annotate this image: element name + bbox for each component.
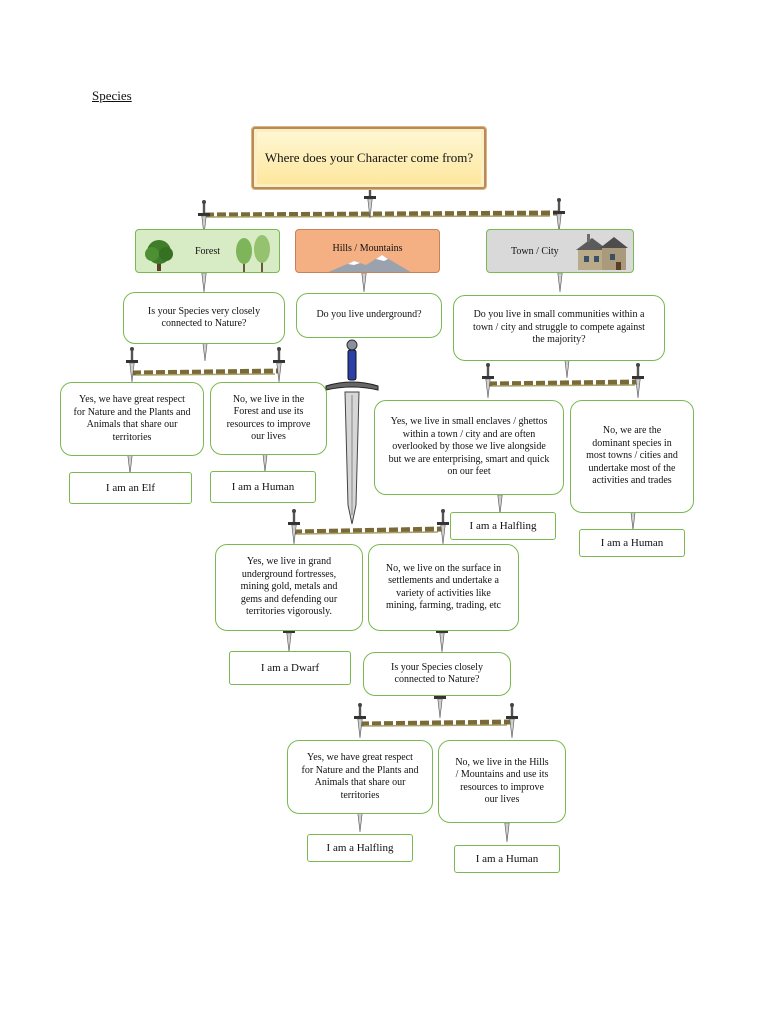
sword-icon	[325, 339, 379, 525]
branch-bar-hills	[292, 526, 444, 535]
answer-forest-yes: Yes, we have great respect for Nature an…	[60, 382, 204, 456]
category-forest: Forest	[135, 229, 280, 273]
result-hills-halfling: I am a Halfling	[307, 834, 413, 862]
cottage-icon	[576, 234, 628, 270]
answer-forest-no: No, we live in the Forest and use its re…	[210, 382, 327, 455]
answer-surface-yes: Yes, we have great respect for Nature an…	[287, 740, 433, 814]
root-question: Where does your Character come from?	[252, 127, 486, 189]
category-town: Town / City	[486, 229, 634, 273]
answer-hills-no: No, we live on the surface in settlement…	[368, 544, 519, 631]
category-hills: Hills / Mountains	[295, 229, 440, 273]
result-forest-human: I am a Human	[210, 471, 316, 503]
category-forest-label: Forest	[195, 245, 220, 257]
trees-icon	[236, 235, 270, 272]
question-hills-surface: Is your Species closely connected to Nat…	[363, 652, 511, 696]
answer-surface-no: No, we live in the Hills / Mountains and…	[438, 740, 566, 823]
result-town-human: I am a Human	[579, 529, 685, 557]
question-forest: Is your Species very closely connected t…	[123, 292, 285, 344]
mountain-icon	[328, 255, 411, 272]
branch-bar-forest	[131, 368, 281, 376]
question-town: Do you live in small communities within …	[453, 295, 665, 361]
result-town-halfling: I am a Halfling	[450, 512, 556, 540]
category-hills-label: Hills / Mountains	[332, 243, 403, 254]
result-hills-human: I am a Human	[454, 845, 560, 873]
branch-bar-root	[204, 210, 561, 218]
result-elf: I am an Elf	[69, 472, 192, 504]
page-heading: Species	[92, 88, 132, 103]
branch-bar-surface	[359, 719, 513, 727]
branch-bar-town	[487, 379, 641, 387]
answer-town-no: No, we are the dominant species in most …	[570, 400, 694, 513]
tree-icon	[145, 240, 173, 271]
answer-hills-yes: Yes, we live in grand underground fortre…	[215, 544, 363, 631]
question-hills: Do you live underground?	[296, 293, 442, 338]
answer-town-yes: Yes, we live in small enclaves / ghettos…	[374, 400, 564, 495]
category-town-label: Town / City	[511, 245, 559, 257]
result-dwarf: I am a Dwarf	[229, 651, 351, 685]
